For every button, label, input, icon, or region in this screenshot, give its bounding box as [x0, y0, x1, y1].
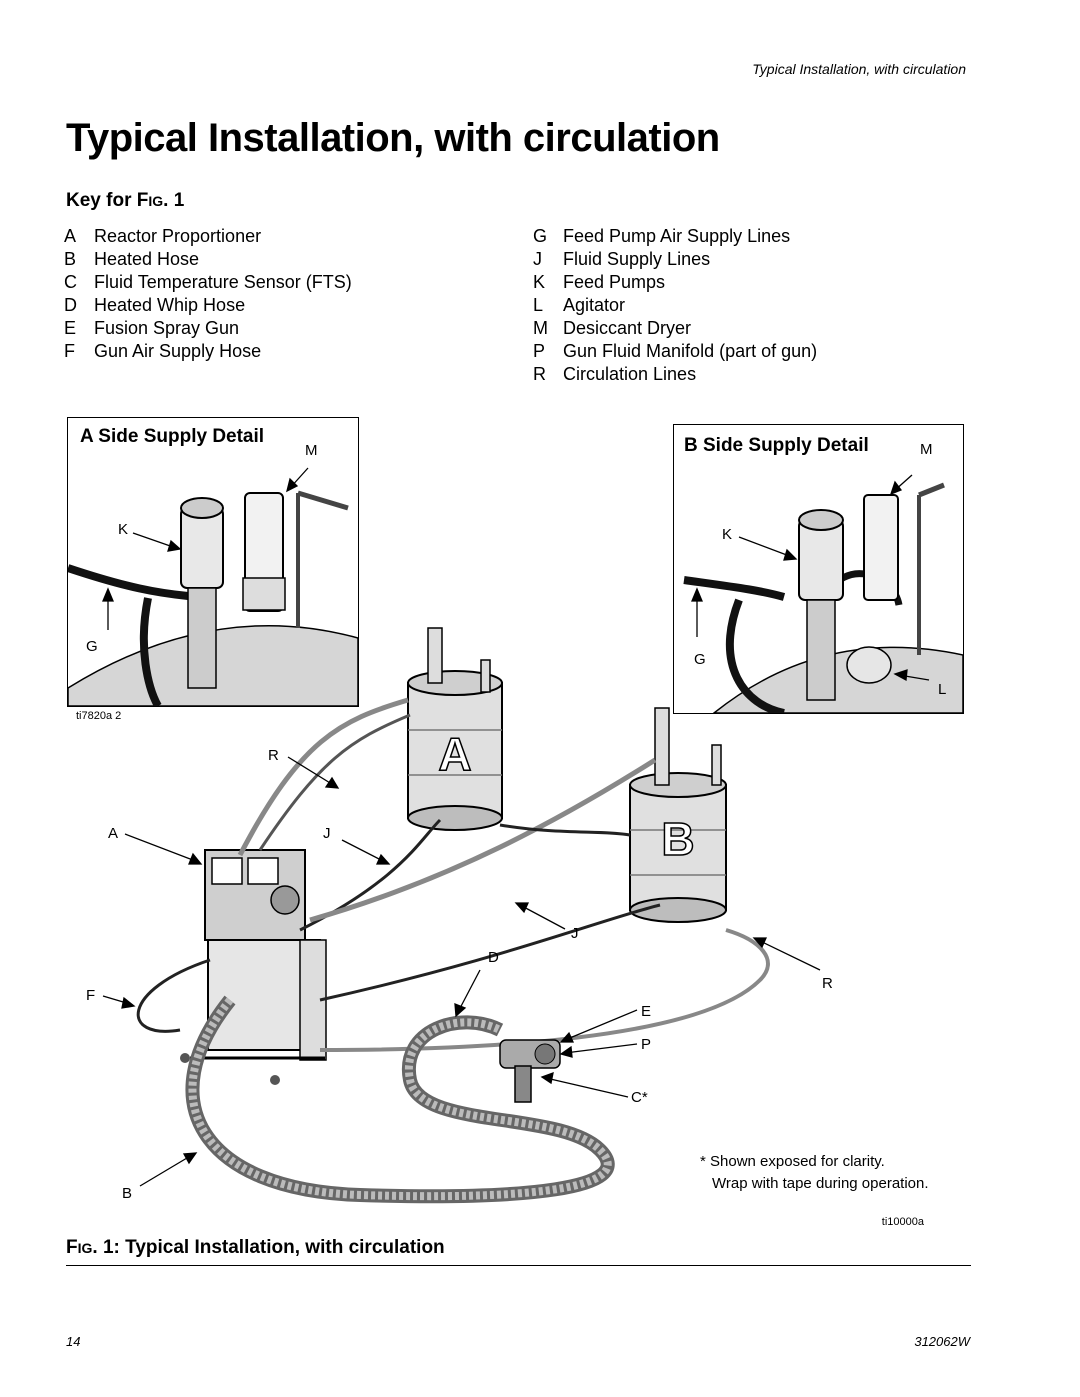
key-text: Heated Hose	[94, 249, 200, 269]
key-item: P Gun Fluid Manifold (part of gun)	[533, 340, 817, 363]
key-text: Feed Pumps	[563, 272, 666, 292]
label-k-feed-pump: K	[118, 521, 129, 538]
key-list-right: G Feed Pump Air Supply Lines J Fluid Suppl…	[533, 225, 817, 386]
label-a-proportioner: A	[108, 825, 118, 842]
key-item: G Feed Pump Air Supply Lines	[533, 225, 817, 248]
key-heading-number: . 1	[163, 190, 185, 211]
label-d-whip-hose: D	[488, 949, 499, 966]
key-letter: M	[533, 318, 548, 338]
key-text: Gun Air Supply Hose	[94, 341, 262, 361]
key-letter: F	[64, 341, 75, 361]
label-g-air-lines: G	[86, 638, 98, 655]
figure-caption: FIG. 1: Typical Installation, with circu…	[66, 1237, 445, 1259]
key-letter: R	[533, 364, 546, 384]
key-text: Heated Whip Hose	[94, 295, 246, 315]
drum-b: B	[629, 707, 727, 923]
key-text: Reactor Proportioner	[94, 226, 262, 246]
label-k-feed-pump: K	[722, 526, 733, 543]
key-list-left: A Reactor Proportioner B Heated Hose C Flui…	[64, 225, 352, 363]
label-m-dryer: M	[920, 441, 933, 458]
key-text: Desiccant Dryer	[563, 318, 692, 338]
label-j-fluid-supply: J	[323, 825, 331, 842]
drum-a-letter: A	[438, 728, 471, 780]
drum-a: A	[407, 627, 503, 831]
key-item: F Gun Air Supply Hose	[64, 340, 352, 363]
key-item: K Feed Pumps	[533, 271, 817, 294]
figure-reference-id: ti10000a	[882, 1216, 925, 1228]
label-j-fluid-supply: J	[571, 925, 579, 942]
b-side-supply-detail: B Side Supply Detail M K G L	[673, 424, 964, 714]
key-text: Feed Pump Air Supply Lines	[563, 226, 791, 246]
spray-gun	[499, 1039, 561, 1103]
label-r-circulation: R	[822, 975, 833, 992]
key-letter: A	[64, 226, 77, 246]
running-header: Typical Installation, with circulation	[752, 61, 966, 77]
key-item: L Agitator	[533, 294, 817, 317]
key-item: D Heated Whip Hose	[64, 294, 352, 317]
caption-divider	[66, 1265, 971, 1266]
page-number: 14	[66, 1334, 81, 1349]
drum-b-letter: B	[661, 813, 694, 865]
key-text: Fluid Temperature Sensor (FTS)	[94, 272, 352, 292]
key-letter: K	[533, 272, 546, 292]
clarity-note-line1: * Shown exposed for clarity.	[700, 1153, 885, 1170]
key-item: A Reactor Proportioner	[64, 225, 352, 248]
key-heading-smallcaps: IG	[148, 193, 164, 209]
caption-rest: . 1: Typical Installation, with circulat…	[92, 1237, 445, 1258]
key-letter: J	[533, 249, 542, 269]
page-title: Typical Installation, with circulation	[66, 116, 720, 160]
key-heading-main: Key for F	[66, 190, 149, 211]
key-text: Fluid Supply Lines	[563, 249, 711, 269]
callout-labels: R A J J D F R E P C* B	[86, 747, 833, 1202]
a-side-supply-detail: A Side Supply Detail M K G	[67, 417, 359, 707]
b-side-detail-title: B Side Supply Detail	[684, 435, 869, 456]
label-l-agitator: L	[938, 681, 947, 698]
label-g-air-lines: G	[694, 651, 706, 668]
label-r-circulation: R	[268, 747, 279, 764]
label-e-spray-gun: E	[641, 1003, 651, 1020]
key-letter: B	[64, 249, 77, 269]
callout-leaders	[102, 756, 821, 1187]
key-letter: L	[533, 295, 544, 315]
label-b-heated-hose: B	[122, 1185, 132, 1202]
key-text: Circulation Lines	[563, 364, 697, 384]
b-side-detail-drawing	[683, 474, 963, 713]
key-text: Gun Fluid Manifold (part of gun)	[563, 341, 818, 361]
label-m-dryer: M	[305, 442, 318, 459]
key-item: R Circulation Lines	[533, 363, 817, 386]
clarity-note-line2: Wrap with tape during operation.	[712, 1175, 929, 1192]
key-letter: D	[64, 295, 77, 315]
reactor-proportioner	[180, 849, 327, 1085]
caption-smallcaps: IG	[77, 1240, 93, 1256]
key-letter: G	[533, 226, 548, 246]
key-text: Fusion Spray Gun	[94, 318, 240, 338]
a-side-detail-title: A Side Supply Detail	[80, 426, 265, 447]
key-text: Agitator	[563, 295, 626, 315]
label-f-air-hose: F	[86, 987, 95, 1004]
key-item: M Desiccant Dryer	[533, 317, 817, 340]
key-letter: P	[533, 341, 546, 361]
key-letter: C	[64, 272, 77, 292]
clarity-note: * Shown exposed for clarity. Wrap with t…	[700, 1151, 929, 1195]
key-letter: E	[64, 318, 77, 338]
document-number: 312062W	[914, 1334, 970, 1349]
key-item: E Fusion Spray Gun	[64, 317, 352, 340]
key-item: J Fluid Supply Lines	[533, 248, 817, 271]
caption-prefix: F	[66, 1237, 78, 1258]
a-side-detail-reference: ti7820a 2	[76, 710, 122, 722]
key-item: B Heated Hose	[64, 248, 352, 271]
key-heading: Key for FIG. 1	[66, 190, 184, 212]
hoses	[136, 697, 770, 1204]
key-item: C Fluid Temperature Sensor (FTS)	[64, 271, 352, 294]
a-side-detail-drawing	[68, 467, 358, 706]
label-p-manifold: P	[641, 1036, 651, 1053]
label-c-fts: C*	[631, 1089, 648, 1106]
